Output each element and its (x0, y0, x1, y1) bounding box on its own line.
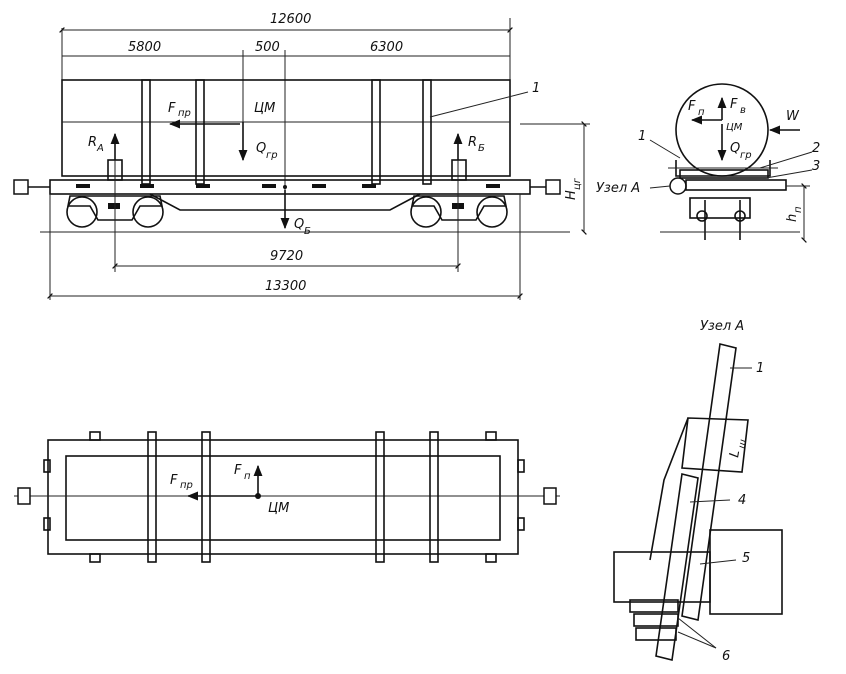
stanchions (141, 79, 432, 185)
dim-bogie-text: 9720 (270, 249, 303, 264)
end-view: F п F в ЦМ Q гр W 1 2 3 Узел А h п (596, 83, 820, 243)
r-b-label: R (468, 135, 477, 150)
plan-cm-label: ЦМ (268, 501, 289, 516)
dim-left-text: 5800 (128, 40, 161, 55)
side-label-1: 1 (532, 81, 540, 96)
plan-f-p-label: F (234, 463, 242, 478)
dim-right-text: 6300 (370, 40, 403, 55)
node-label-6: 6 (722, 649, 730, 664)
dim-mid-text: 500 (255, 40, 280, 55)
node-a-detail: Узел А 1 L ш 4 5 6 (613, 319, 783, 664)
nuts: 6 (629, 599, 730, 664)
f-pr-label: F (168, 101, 176, 116)
node-l-sh-label: L (727, 449, 743, 459)
dimension-5800: 5800 500 6300 (62, 40, 510, 190)
plan-view: F пр F п ЦМ (14, 431, 560, 563)
plan-frame (47, 439, 519, 555)
plan-cross-beams (43, 431, 525, 563)
end-w-label: W (786, 109, 800, 124)
end-label-1: 1 (638, 129, 646, 144)
load-body (61, 79, 511, 177)
end-f-v-sub: в (740, 105, 746, 116)
end-f-p-label: F (688, 99, 696, 114)
node-l-sh-sub: ш (737, 439, 749, 450)
end-f-v-label: F (730, 97, 738, 112)
end-q-gr-sub: гр (740, 150, 752, 161)
side-view: 12600 5800 500 6300 (13, 12, 590, 300)
dim-total-text: 12600 (270, 12, 311, 27)
end-node-label: Узел А (596, 181, 640, 196)
node-label-4: 4 (738, 493, 746, 508)
plan-f-pr-label: F (170, 473, 178, 488)
node-title: Узел А (700, 319, 744, 334)
plan-f-pr-sub: пр (180, 480, 193, 491)
end-f-p-sub: п (698, 107, 705, 118)
h-cg-sub: цг (572, 177, 583, 190)
h-cg-label: H (564, 190, 579, 200)
q-gr-sub: гр (266, 150, 278, 161)
end-label-3: 3 (812, 159, 820, 174)
q-b-label: Q (294, 217, 304, 232)
r-a-label: R (88, 135, 97, 150)
end-cm-label: ЦМ (726, 122, 743, 133)
node-label-1: 1 (756, 361, 764, 376)
r-a-sub: А (96, 143, 104, 154)
dim-overall-text: 13300 (265, 279, 306, 294)
end-label-2: 2 (812, 141, 820, 156)
q-b-sub: Б (304, 226, 311, 237)
end-q-gr-label: Q (730, 141, 740, 156)
r-b-sub: Б (478, 143, 485, 154)
f-pr-sub: пр (178, 108, 191, 119)
plan-f-p-sub: п (244, 471, 251, 482)
end-h-p-label: h (785, 214, 800, 222)
wagon-frame (13, 179, 561, 211)
dimension-12600: 12600 (59, 12, 513, 80)
q-gr-label: Q (256, 141, 266, 156)
end-h-p-sub: п (793, 206, 804, 213)
node-label-5: 5 (742, 551, 750, 566)
cm-label: ЦМ (254, 101, 275, 116)
